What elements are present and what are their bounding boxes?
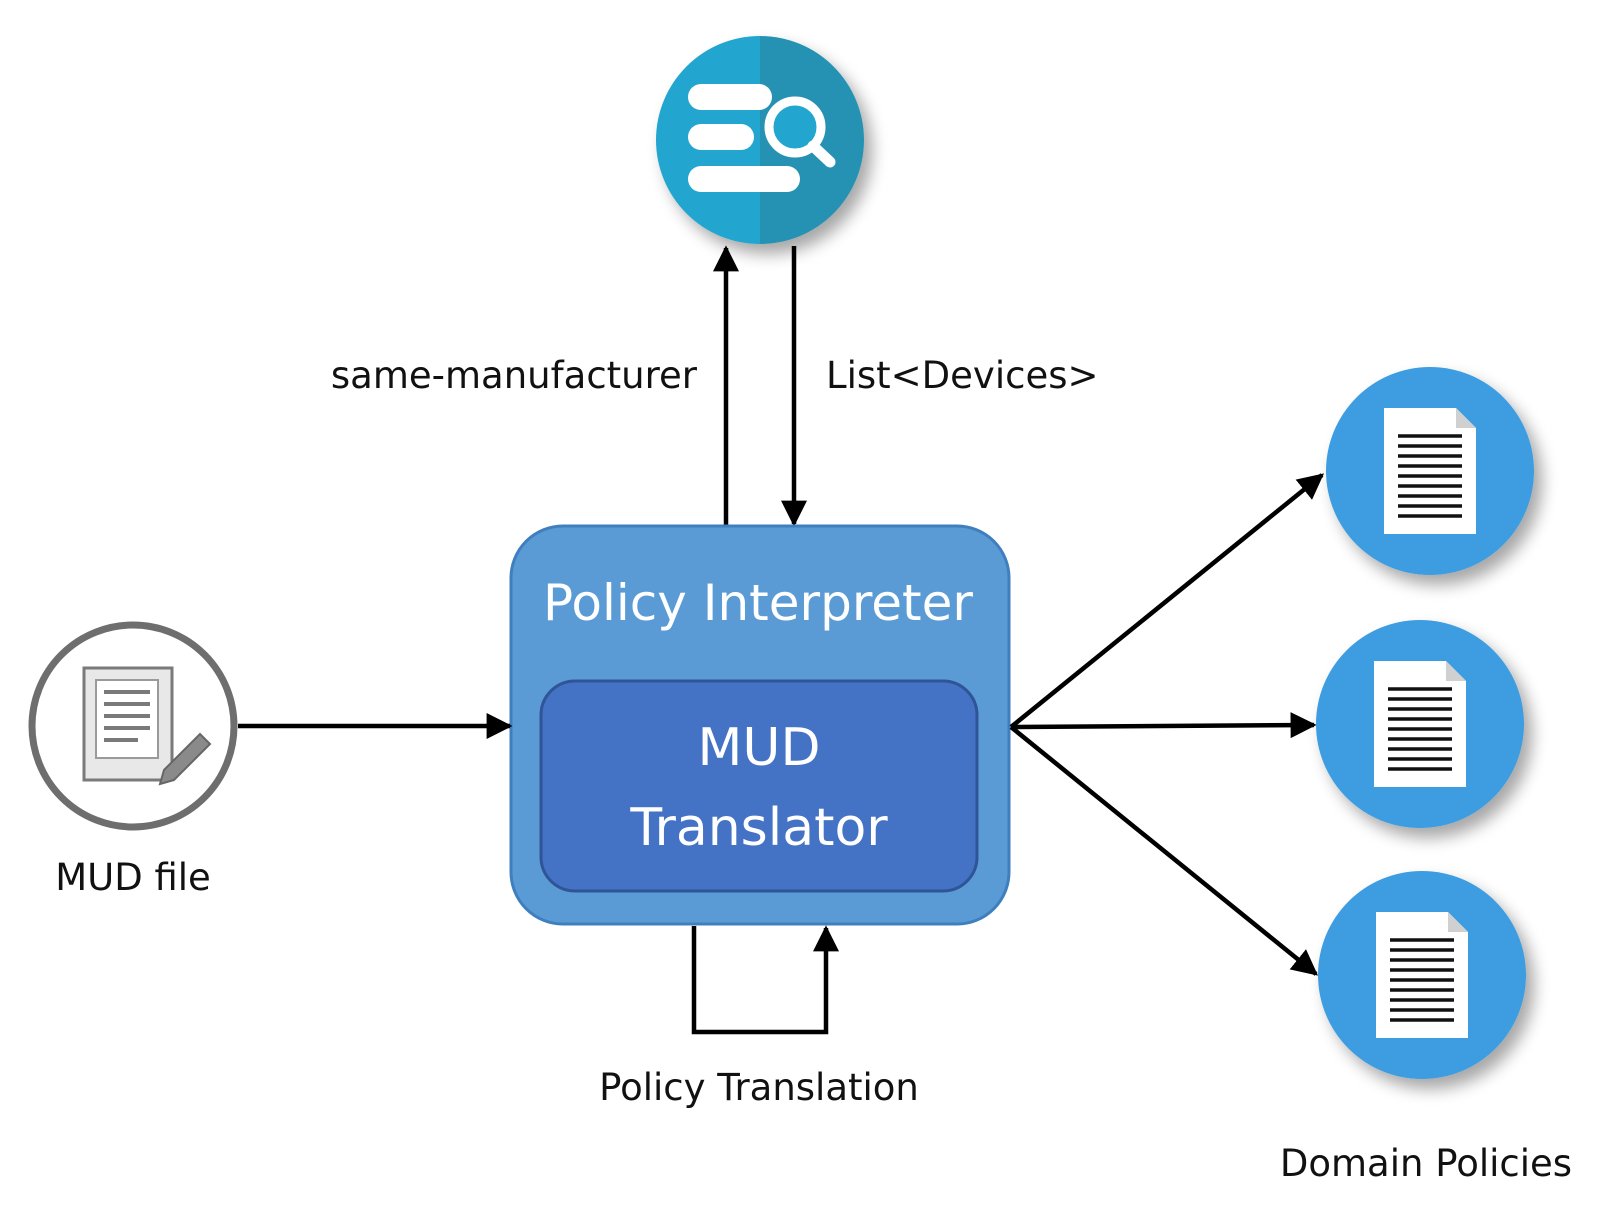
arrow-to-policy-3 <box>1009 725 1319 976</box>
database-node <box>656 36 864 244</box>
arrow-to-policy-1 <box>1009 473 1325 729</box>
document-icon <box>1374 661 1466 787</box>
mud-translator-box <box>539 679 979 893</box>
label-policy-translation: Policy Translation <box>599 1066 919 1109</box>
arrow-policy-translation-loop <box>691 925 839 1035</box>
arrow-to-policy-2 <box>1010 712 1317 739</box>
document-icon <box>1384 408 1476 534</box>
database-search-icon <box>688 84 836 192</box>
mud-translator-title-line2: Translator <box>629 798 888 858</box>
policy-interpreter-title: Policy Interpreter <box>543 574 973 632</box>
document-edit-icon <box>82 666 212 786</box>
document-icon <box>1376 912 1468 1038</box>
label-list-devices: List<Devices> <box>826 354 1099 397</box>
label-same-manufacturer: same-manufacturer <box>331 354 698 397</box>
label-mud-file: MUD file <box>55 856 211 899</box>
mud-file-node <box>28 621 238 831</box>
mud-translator-title-line1: MUD <box>698 718 821 778</box>
label-domain-policies: Domain Policies <box>1280 1142 1572 1185</box>
